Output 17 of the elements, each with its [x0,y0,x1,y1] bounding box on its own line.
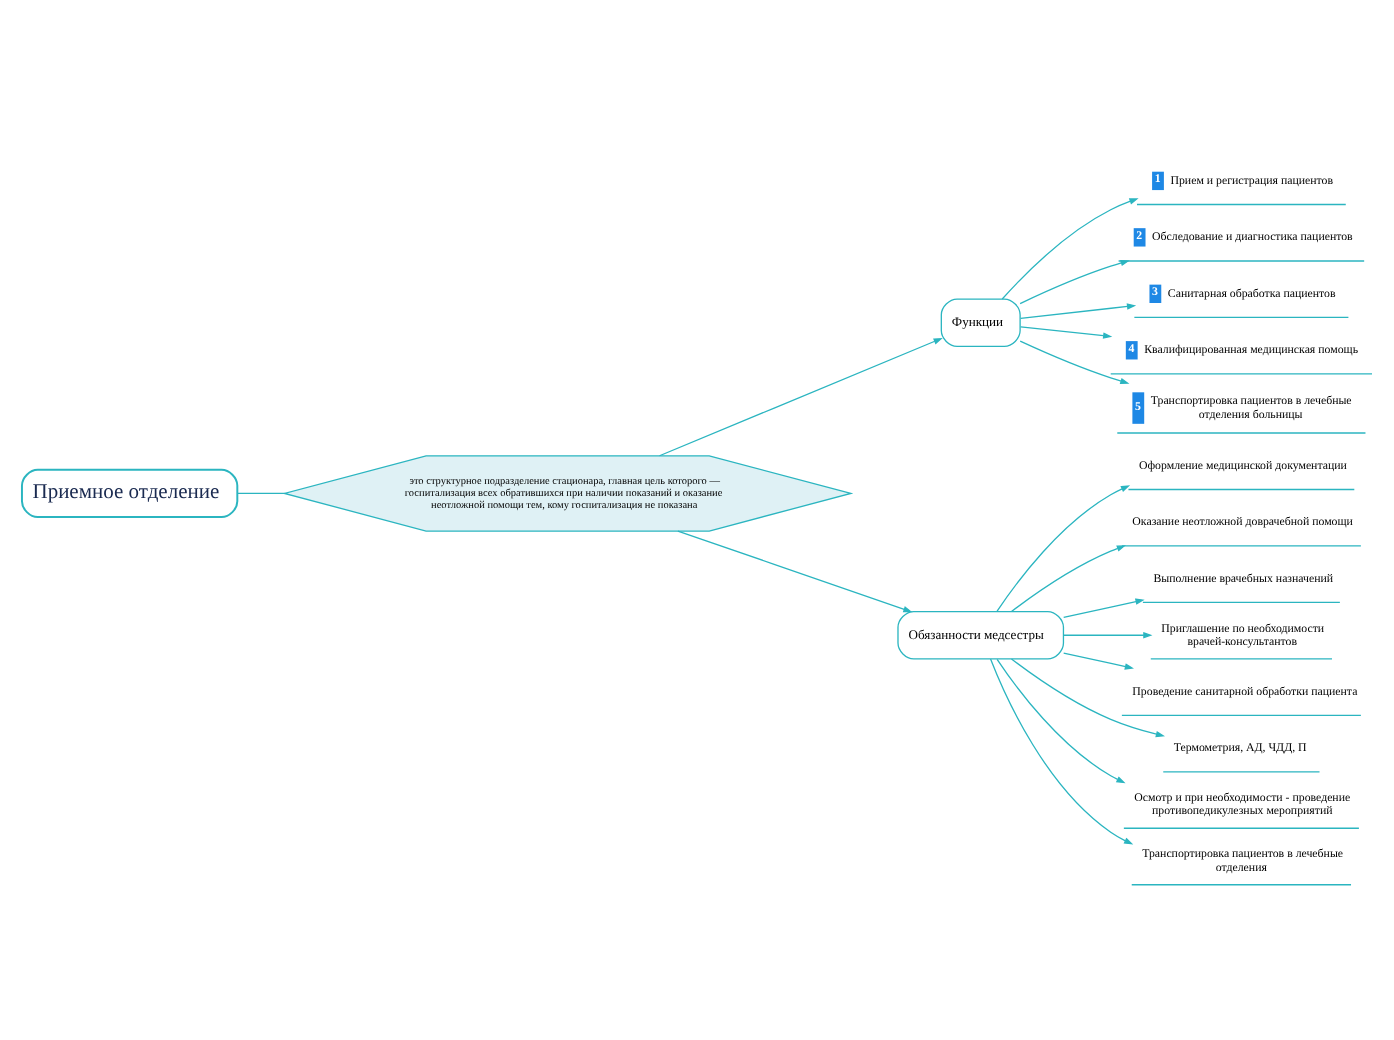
arrow [996,657,1126,783]
connector [236,491,286,494]
arrow [1019,339,1130,384]
arrow [1063,631,1153,638]
arrow [1001,197,1139,299]
arrow [658,336,943,456]
arrow [1020,325,1113,338]
arrow [989,657,1134,844]
arrow [1010,657,1165,737]
arrow [1063,597,1145,618]
arrow [1010,544,1126,612]
arrow [677,529,913,612]
arrow [996,484,1131,611]
arrow [1019,258,1130,304]
arrow [1063,651,1134,669]
arrow [1020,302,1137,319]
node-box: Приемное отделение [20,467,239,518]
